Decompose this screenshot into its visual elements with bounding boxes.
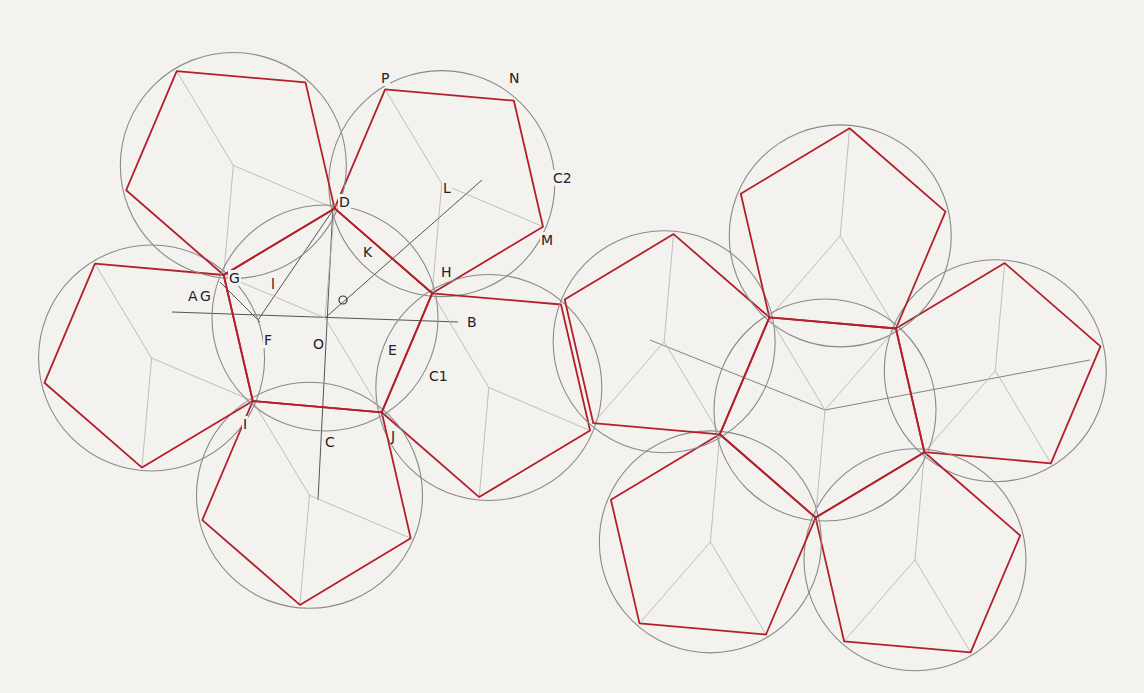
- point-label: I: [242, 416, 248, 432]
- construction-line: [233, 165, 334, 208]
- construction-circle: [212, 205, 438, 431]
- point-label: D: [338, 194, 351, 210]
- point-label: J: [390, 428, 396, 444]
- construction-line: [258, 210, 333, 320]
- pentagon-face: [335, 89, 543, 293]
- pentagon-face: [224, 208, 433, 412]
- point-label: F: [263, 332, 273, 348]
- construction-line: [309, 495, 410, 538]
- point-label: P: [380, 70, 390, 86]
- construction-line: [995, 371, 1051, 464]
- pentagon-face: [202, 401, 410, 605]
- construction-line: [769, 236, 840, 318]
- pentagon-face: [382, 293, 590, 497]
- construction-line: [442, 184, 543, 227]
- pentagon-face: [611, 434, 816, 634]
- construction-line: [325, 318, 382, 412]
- construction-line: [844, 560, 915, 642]
- construction-circle: [553, 231, 775, 453]
- pentagon-face: [896, 263, 1101, 463]
- pentagon-face: [126, 71, 334, 275]
- pentagon-face: [565, 234, 770, 434]
- pentagon-face: [816, 452, 1021, 652]
- pentagon-face: [741, 128, 946, 328]
- point-label: H: [440, 264, 453, 280]
- construction-line: [825, 360, 1090, 410]
- construction-circle: [39, 245, 265, 471]
- construction-line: [915, 560, 971, 653]
- point-label: L: [442, 180, 452, 196]
- construction-circle: [804, 449, 1026, 671]
- construction-line: [840, 128, 849, 236]
- construction-line: [664, 342, 720, 435]
- point-label: G: [228, 270, 241, 286]
- construction-line: [95, 264, 152, 358]
- point-label: K: [362, 244, 373, 260]
- construction-line: [325, 180, 482, 318]
- construction-line: [650, 340, 825, 410]
- construction-circle: [729, 125, 951, 347]
- construction-line: [664, 234, 673, 342]
- construction-line: [840, 236, 896, 329]
- point-label: C: [324, 434, 336, 450]
- construction-line: [325, 208, 335, 318]
- point-label: E: [387, 342, 398, 358]
- construction-line: [300, 495, 310, 605]
- construction-line: [253, 401, 310, 495]
- construction-circle: [599, 431, 821, 653]
- point-label: l: [270, 276, 276, 292]
- centre-mark: [339, 296, 347, 304]
- construction-line: [995, 263, 1004, 371]
- construction-line: [710, 542, 766, 635]
- construction-line: [152, 358, 253, 401]
- construction-line: [489, 388, 590, 431]
- point-label: B: [466, 314, 478, 330]
- construction-circle: [714, 299, 936, 521]
- construction-line: [142, 358, 152, 468]
- construction-circle: [196, 382, 422, 608]
- construction-line: [177, 71, 234, 165]
- construction-line: [640, 542, 711, 624]
- construction-line: [710, 434, 719, 542]
- point-label: C1: [428, 368, 449, 384]
- pentagon-face: [720, 317, 925, 517]
- point-label: C2: [552, 170, 573, 186]
- point-label: A: [187, 288, 199, 304]
- construction-line: [924, 371, 995, 453]
- point-label: N: [508, 70, 520, 86]
- point-label: M: [540, 232, 554, 248]
- point-label: G: [199, 288, 212, 304]
- pentagon-face: [44, 264, 252, 468]
- construction-line: [816, 410, 825, 518]
- construction-line: [769, 317, 825, 410]
- construction-line: [385, 89, 442, 183]
- point-label: O: [312, 336, 325, 352]
- construction-line: [825, 328, 896, 410]
- construction-circle: [329, 71, 555, 297]
- construction-circle: [120, 52, 346, 278]
- construction-line: [479, 388, 489, 498]
- construction-circle: [376, 275, 602, 501]
- construction-line: [593, 342, 664, 424]
